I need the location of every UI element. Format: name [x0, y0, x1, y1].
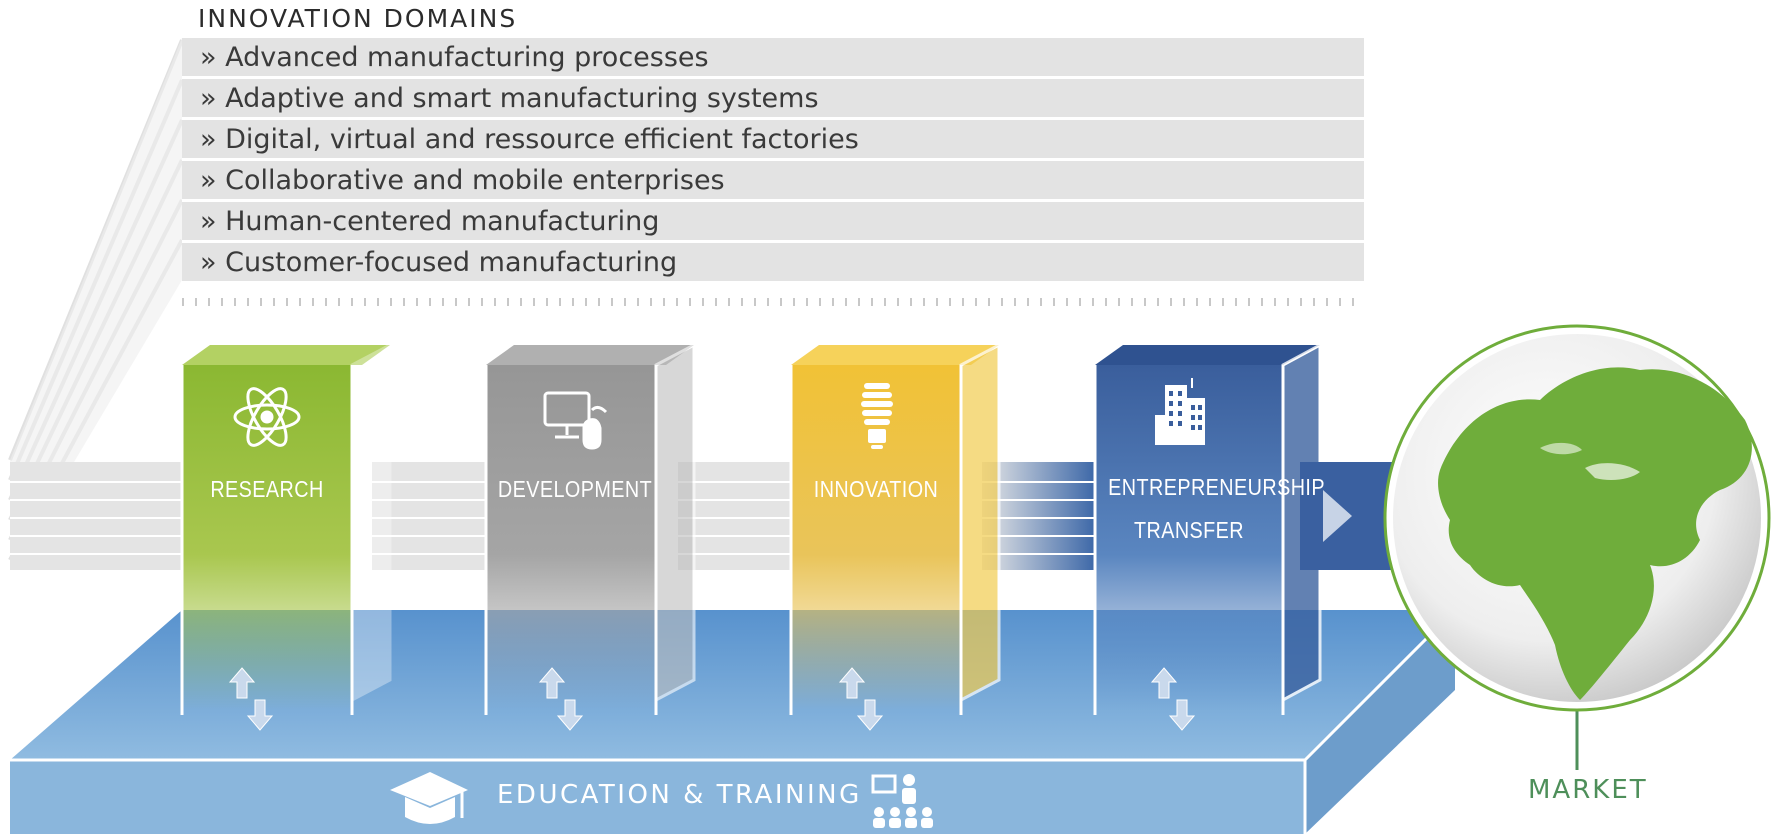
horizontal-bands [10, 462, 1095, 570]
domain-label: » Advanced manufacturing processes [200, 42, 709, 73]
diagram-title: INNOVATION DOMAINS [198, 4, 518, 33]
pillar-development [484, 342, 696, 715]
entrepreneurship-label: ENTREPRENEURSHIP [1108, 474, 1325, 500]
pillar-innovation [789, 342, 1001, 715]
domain-row: » Customer-focused manufacturing [182, 243, 1364, 284]
domain-row: » Adaptive and smart manufacturing syste… [182, 79, 1364, 120]
tick-ruler [182, 298, 1354, 306]
exchange-arrows [228, 667, 1196, 731]
domain-label: » Customer-focused manufacturing [200, 247, 678, 278]
atom-icon [233, 387, 301, 447]
domain-row: » Digital, virtual and ressource efficie… [182, 120, 1364, 161]
domain-row: » Collaborative and mobile enterprises [182, 161, 1364, 202]
light-bulb-icon [861, 383, 893, 449]
computer-mouse-icon [543, 391, 608, 450]
teacher-class-icon [871, 774, 933, 828]
graduation-cap-icon [390, 772, 468, 824]
transfer-label: TRANSFER [1133, 517, 1245, 543]
domain-label: » Human-centered manufacturing [200, 206, 660, 237]
market-label: MARKET [1528, 775, 1648, 805]
building-icon [1155, 378, 1205, 445]
innovation-label: INNOVATION [813, 476, 939, 502]
research-label: RESEARCH [210, 476, 324, 502]
domain-row: » Advanced manufacturing processes [182, 38, 1364, 79]
development-label: DEVELOPMENT [497, 476, 653, 502]
education-training-label: EDUCATION & TRAINING [497, 780, 862, 810]
globe [1383, 324, 1771, 770]
pillar-research [180, 342, 392, 715]
domain-row: » Human-centered manufacturing [182, 202, 1364, 243]
domain-label: » Digital, virtual and ressource efficie… [200, 124, 859, 155]
domain-label: » Adaptive and smart manufacturing syste… [200, 83, 819, 114]
domain-label: » Collaborative and mobile enterprises [200, 165, 725, 196]
